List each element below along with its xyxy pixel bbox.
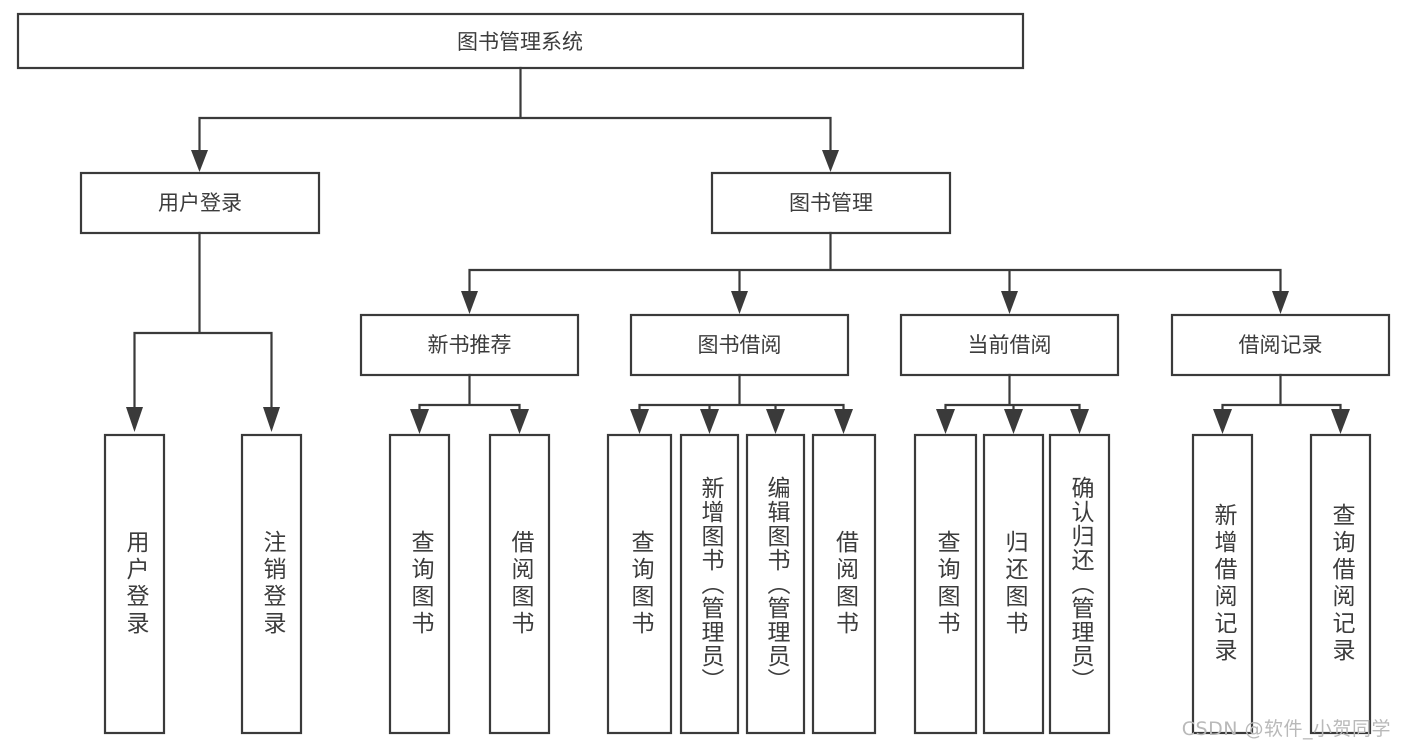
- arrowhead-to-book-management: [822, 150, 839, 172]
- node-label-root: 图书管理系统: [457, 30, 583, 54]
- connector-user-login-to-leaves: [133, 231, 273, 414]
- arrowhead-to-leaf-query-book-3: [936, 409, 955, 434]
- node-box-leaf-return-book[interactable]: [982, 433, 1045, 735]
- node-box-leaf-edit-book[interactable]: [745, 433, 806, 735]
- node-box-leaf-query-book-3[interactable]: [913, 433, 978, 735]
- node-box-leaf-borrow-book-2[interactable]: [811, 433, 877, 735]
- arrowhead-to-current-borrow: [1001, 291, 1018, 314]
- node-label-book-borrow: 图书借阅: [698, 333, 782, 357]
- node-box-leaf-query-book-2[interactable]: [606, 433, 673, 735]
- node-box-leaf-query-book-1[interactable]: [388, 433, 451, 735]
- arrowhead-to-leaf-borrow-book-2: [834, 409, 853, 434]
- node-box-new-book-recommend[interactable]: [359, 313, 580, 377]
- arrowhead-to-leaf-add-record: [1213, 409, 1232, 434]
- arrowhead-to-leaf-user-login: [126, 407, 143, 432]
- node-label-borrow-record: 借阅记录: [1239, 333, 1323, 357]
- arrowhead-to-new-book-recommend: [461, 291, 478, 314]
- arrowhead-to-leaf-logout: [263, 407, 280, 432]
- node-box-leaf-confirm-return[interactable]: [1048, 433, 1111, 735]
- node-box-user-login[interactable]: [79, 171, 321, 235]
- node-box-leaf-add-record[interactable]: [1191, 433, 1254, 735]
- node-box-leaf-logout[interactable]: [240, 433, 303, 735]
- node-label-current-borrow: 当前借阅: [968, 333, 1052, 357]
- connector-borrow-record-to-leaves: [1221, 373, 1342, 416]
- csdn-watermark: CSDN @软件_小贺同学: [1181, 718, 1391, 740]
- node-box-leaf-user-login[interactable]: [103, 433, 166, 735]
- node-box-leaf-borrow-book-1[interactable]: [488, 433, 551, 735]
- connector-new-book-recommend-to-leaves: [418, 373, 521, 416]
- arrowhead-to-leaf-query-book-1: [410, 409, 429, 434]
- connector-book-management-to-level3: [468, 231, 1282, 298]
- arrowhead-to-leaf-borrow-book-1: [510, 409, 529, 434]
- arrowhead-to-leaf-return-book: [1004, 409, 1023, 434]
- node-label-user-login: 用户登录: [158, 191, 242, 215]
- node-box-leaf-add-book[interactable]: [679, 433, 740, 735]
- arrowhead-to-leaf-query-book-2: [630, 409, 649, 434]
- node-box-leaf-query-record[interactable]: [1309, 433, 1372, 735]
- node-box-root[interactable]: [16, 12, 1025, 70]
- node-label-new-book-recommend: 新书推荐: [428, 333, 512, 357]
- node-label-book-management: 图书管理: [789, 191, 873, 215]
- arrowhead-to-leaf-edit-book: [766, 409, 785, 434]
- arrowhead-to-leaf-confirm-return: [1070, 409, 1089, 434]
- connector-root-to-level2: [198, 66, 832, 157]
- arrowhead-to-leaf-query-record: [1331, 409, 1350, 434]
- connector-current-borrow-to-leaves: [944, 373, 1081, 416]
- arrowhead-to-book-borrow: [731, 291, 748, 314]
- arrowhead-to-leaf-add-book: [700, 409, 719, 434]
- arrowhead-to-user-login: [191, 150, 208, 172]
- connector-book-borrow-to-leaves: [638, 373, 845, 416]
- arrowhead-to-borrow-record: [1272, 291, 1289, 314]
- node-box-current-borrow[interactable]: [899, 313, 1120, 377]
